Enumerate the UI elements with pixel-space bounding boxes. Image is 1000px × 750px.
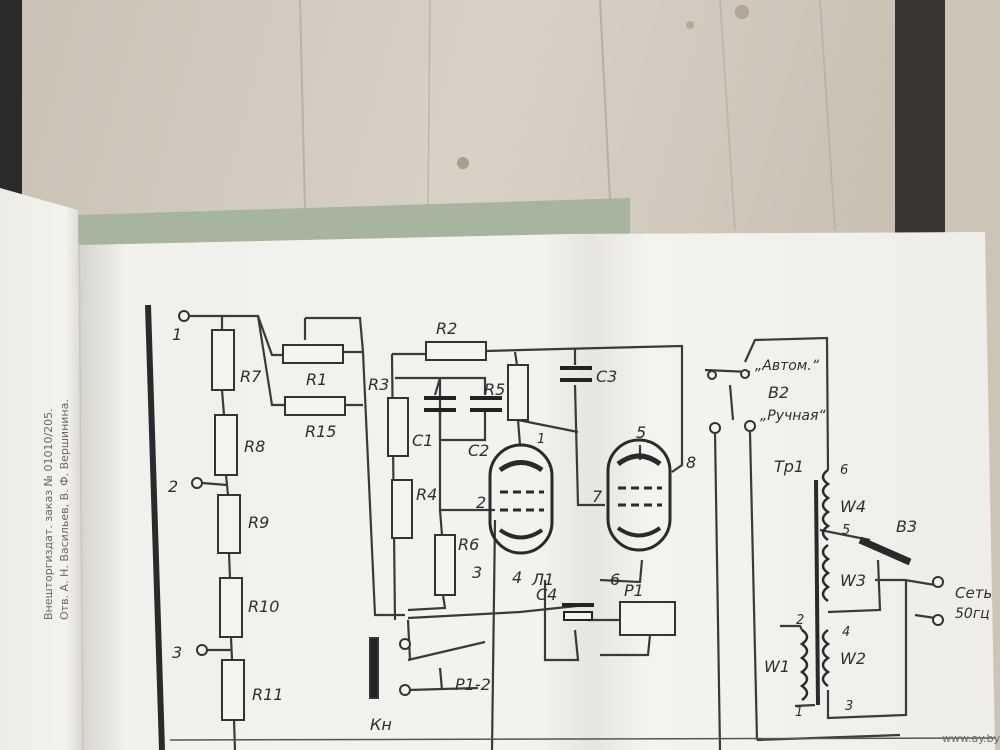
button-kn	[369, 637, 379, 699]
resistor-r2	[425, 341, 487, 361]
resistor-r5	[507, 364, 529, 421]
resistor-r1	[282, 344, 344, 364]
label-r4: R4	[416, 485, 437, 504]
label-pin-1: 1	[537, 432, 545, 447]
label-r5: R5	[484, 380, 505, 399]
label-r8: R8	[244, 437, 265, 456]
label-r1: R1	[306, 370, 327, 389]
side-text-line-2: Отв. А. Н. Васильев, В. Ф. Вершинина.	[58, 399, 71, 620]
label-pin-5: 5	[636, 423, 646, 442]
transformer-windings	[799, 468, 912, 706]
label-tap-5: 5	[842, 523, 850, 538]
label-pin-6: 6	[610, 570, 620, 589]
label-pin-2: 2	[476, 493, 486, 512]
label-switch-b2-manual: „Ручная“	[760, 408, 826, 424]
label-switch-b2: B2	[768, 383, 789, 402]
label-c3: C3	[596, 367, 617, 386]
relay-p1-coil	[619, 601, 676, 636]
resistors	[211, 329, 676, 721]
resistor-r9	[217, 494, 241, 554]
label-tap-1: 1	[795, 705, 803, 720]
label-r11: R11	[252, 685, 283, 704]
label-transformer: Тр1	[774, 457, 804, 476]
label-w2: W2	[840, 649, 866, 668]
label-terminal-2: 2	[168, 477, 178, 496]
label-r7: R7	[240, 367, 262, 386]
resistor-r7	[211, 329, 235, 391]
green-cover	[78, 198, 630, 245]
label-terminal-1: 1	[172, 325, 182, 344]
label-tap-6: 6	[840, 463, 848, 478]
label-mains-frequency: 50гц	[955, 606, 990, 622]
terminal-circles	[178, 310, 944, 696]
label-tube-l1: Л1	[531, 570, 554, 589]
side-text-line-1: Внешторгиздат. заказ № 01010/205.	[42, 408, 55, 620]
label-relay-p1: P1	[624, 581, 644, 600]
schematic-page	[80, 232, 995, 750]
label-r9: R9	[248, 513, 269, 532]
label-pin-7: 7	[592, 487, 603, 506]
tube-l1	[488, 438, 672, 555]
label-tap-3: 3	[845, 699, 853, 714]
label-c1: C1	[412, 431, 433, 450]
resistor-r3	[387, 397, 409, 457]
label-r10: R10	[248, 597, 279, 616]
resistor-r4	[391, 479, 413, 539]
left-page: Внешторгиздат. заказ № 01010/205. Отв. А…	[0, 188, 82, 750]
label-relay-contact: P1-2	[455, 675, 491, 694]
label-button-kn: Кн	[370, 715, 392, 734]
label-r3: R3	[368, 375, 389, 394]
label-mains: Сеть	[955, 584, 992, 602]
label-pin-8: 8	[686, 453, 696, 472]
label-pin-4: 4	[512, 568, 522, 587]
resistor-r15	[284, 396, 346, 416]
capacitors	[424, 366, 594, 621]
label-r2: R2	[436, 319, 457, 338]
label-w1: W1	[764, 657, 790, 676]
schematic-labels: 1 2 3 R7 R8 R9 R10 R11 R1 R15 R2 R3 R4 R…	[168, 319, 992, 734]
label-pin-3: 3	[472, 563, 482, 582]
resistor-r10	[219, 577, 243, 638]
label-tap-2: 2	[796, 613, 804, 628]
resistor-r6	[434, 534, 456, 596]
label-c2: C2	[468, 441, 489, 460]
label-r15: R15	[305, 422, 336, 441]
watermark: www.ay.by	[942, 732, 1000, 745]
label-switch-b3: B3	[896, 517, 917, 536]
label-w3: W3	[840, 571, 866, 590]
label-c4: C4	[536, 585, 557, 604]
label-r6: R6	[458, 535, 479, 554]
label-terminal-3: 3	[172, 643, 182, 662]
label-w4: W4	[840, 497, 866, 516]
label-switch-b2-auto: „Автом.“	[755, 358, 820, 374]
label-tap-4: 4	[842, 625, 850, 640]
resistor-r8	[214, 414, 238, 476]
resistor-r11	[221, 659, 245, 721]
